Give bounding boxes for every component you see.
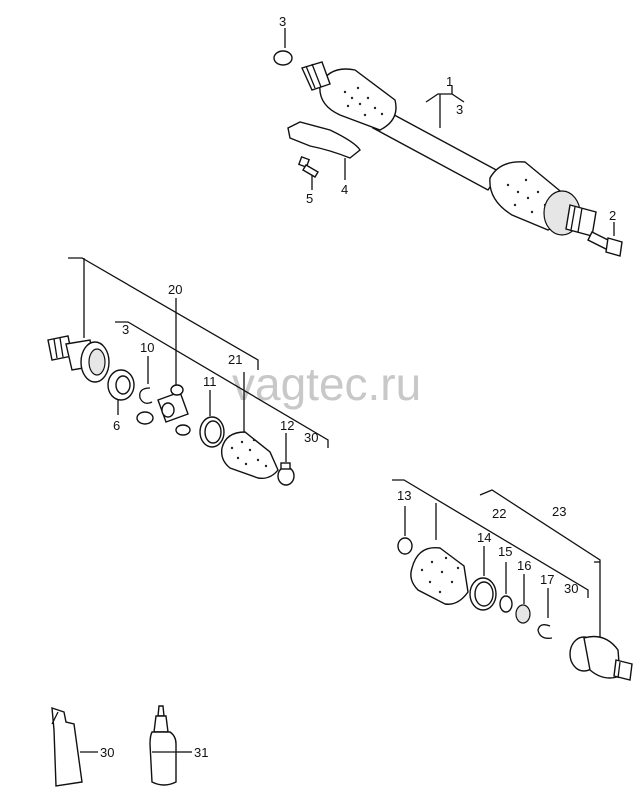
callout-30-mid: 30 xyxy=(304,430,318,445)
bolt-large xyxy=(587,231,623,257)
callout-11: 11 xyxy=(203,374,217,389)
joint-housing xyxy=(47,335,110,383)
callout-1: 1 xyxy=(446,74,453,89)
watermark: vagtec.ru xyxy=(232,358,421,410)
callout-2: 2 xyxy=(609,208,616,223)
spacer xyxy=(499,595,513,613)
callout-3-bracket: 3 xyxy=(456,102,463,117)
grease-tube xyxy=(51,706,83,787)
circlip-top xyxy=(273,50,293,66)
callout-3-top: 3 xyxy=(279,14,286,29)
callout-6: 6 xyxy=(113,418,120,433)
clamp-11 xyxy=(199,416,225,448)
oil-bottle xyxy=(149,705,177,786)
callout-23: 23 xyxy=(552,504,566,519)
callout-30-bottom: 30 xyxy=(100,745,114,760)
gasket xyxy=(107,369,135,401)
callout-12: 12 xyxy=(280,418,294,433)
callout-17: 17 xyxy=(540,572,554,587)
circlip-17 xyxy=(537,624,553,639)
callout-5: 5 xyxy=(306,191,313,206)
clamp-13 xyxy=(397,537,413,555)
clamp-14 xyxy=(469,577,497,611)
callout-20: 20 xyxy=(168,282,182,297)
callout-16: 16 xyxy=(517,558,531,573)
drive-shaft xyxy=(301,61,597,237)
thrust-washer xyxy=(515,604,531,624)
callout-3-mid: 3 xyxy=(122,322,129,337)
circlip-10 xyxy=(139,387,153,404)
callout-10: 10 xyxy=(140,340,154,355)
callout-22: 22 xyxy=(492,506,506,521)
callout-15: 15 xyxy=(498,544,512,559)
boot-outer xyxy=(410,546,469,605)
callout-13: 13 xyxy=(397,488,411,503)
heat-shield xyxy=(287,121,361,159)
callout-21: 21 xyxy=(228,352,242,367)
outer-joint xyxy=(569,635,633,681)
callout-14: 14 xyxy=(477,530,491,545)
clamp-12 xyxy=(277,462,295,486)
callout-31: 31 xyxy=(194,745,208,760)
callout-30-right: 30 xyxy=(564,581,578,596)
tripod-joint xyxy=(136,384,191,436)
boot-inner xyxy=(220,431,279,480)
callout-4: 4 xyxy=(341,182,348,197)
bolt-small xyxy=(297,155,319,178)
